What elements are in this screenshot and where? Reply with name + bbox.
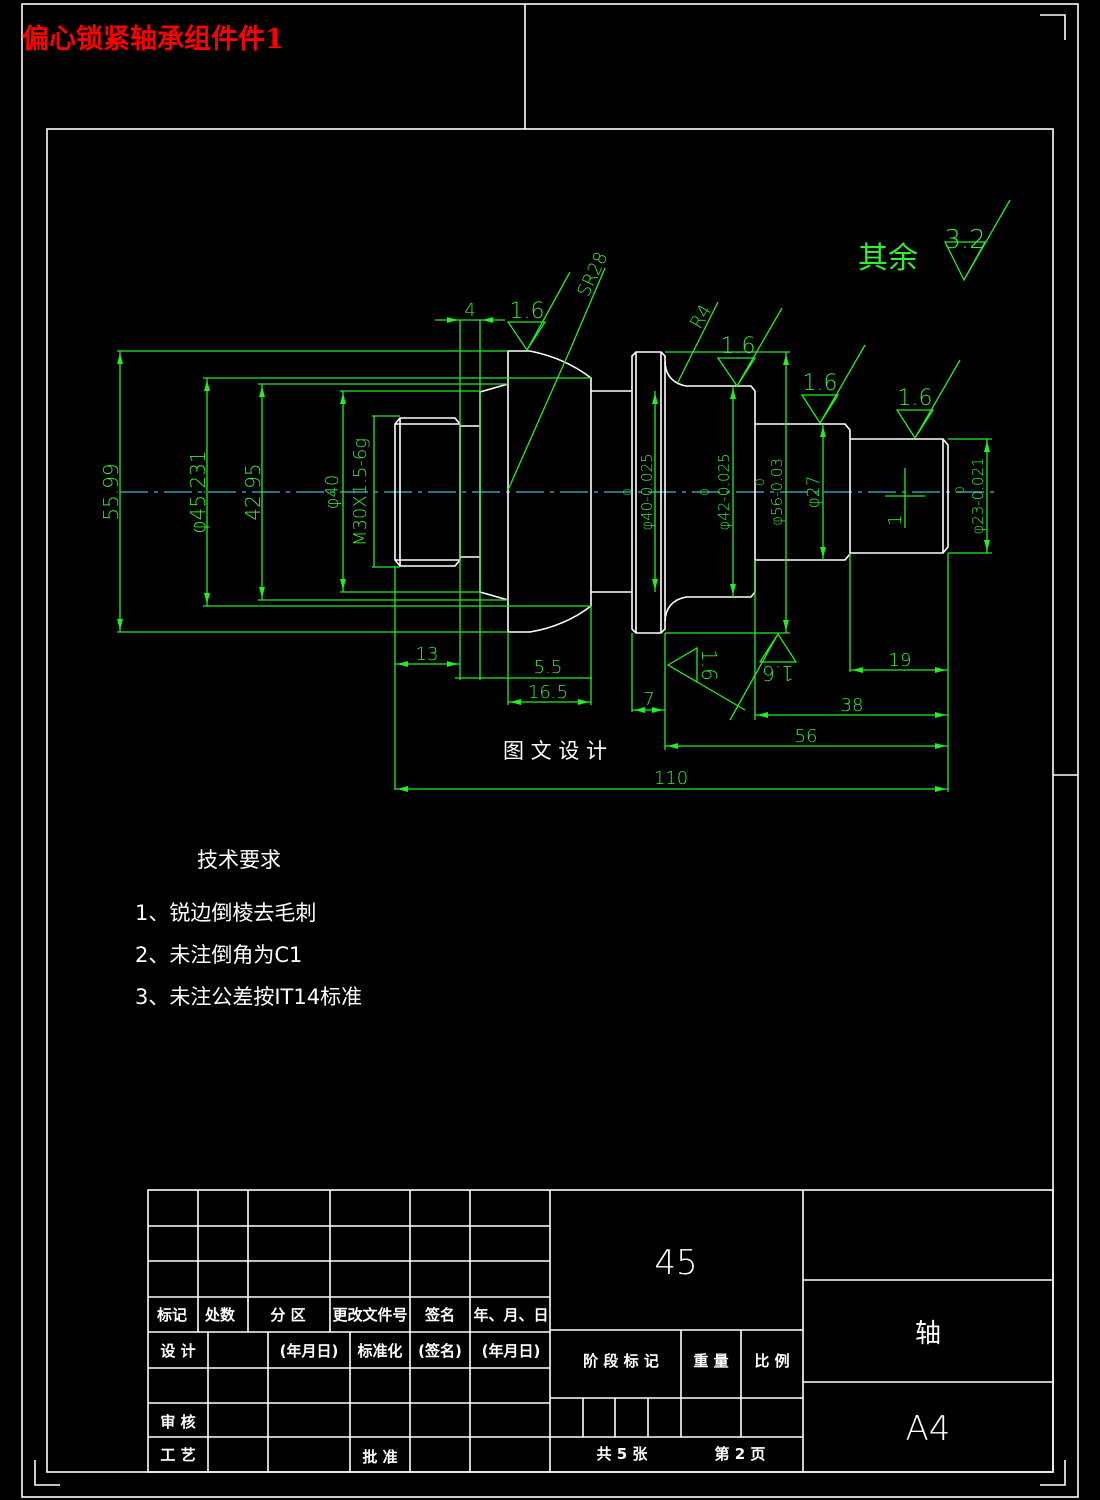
tb-header-count: 处数 bbox=[204, 1306, 236, 1324]
drawing-title: 偏心锁紧轴承组件件1 bbox=[22, 23, 284, 55]
title-block: 标记 处数 分 区 更改文件号 签名 年、月、日 设 计 (年月日) 标准化 (… bbox=[147, 1189, 1054, 1473]
dim-r4: R4 bbox=[686, 301, 716, 332]
tb-design: 设 计 bbox=[160, 1342, 195, 1360]
tb-stage-mark: 阶 段 标 记 bbox=[583, 1352, 659, 1370]
dim-42-95: 42.95 bbox=[241, 463, 265, 520]
tb-header-mark: 标记 bbox=[156, 1306, 187, 1324]
dim-phi27: φ27 bbox=[804, 476, 824, 509]
dim-phi40-upper: 0 bbox=[621, 488, 635, 496]
dim-offset-1: 1 bbox=[885, 514, 906, 525]
tb-approve: 批 准 bbox=[362, 1448, 397, 1466]
tb-scale: 比 例 bbox=[754, 1352, 789, 1370]
tb-header-date: 年、月、日 bbox=[473, 1306, 548, 1324]
tb-header-signature: 签名 bbox=[424, 1306, 455, 1324]
tb-date2: (年月日) bbox=[482, 1342, 541, 1360]
roughness-6: 1.6 bbox=[762, 661, 794, 685]
roughness-1: 1.6 bbox=[510, 299, 545, 324]
watermark-text: 图 文 设 计 bbox=[503, 739, 607, 763]
dim-5-5: 5.5 bbox=[534, 657, 563, 678]
tb-material: 45 bbox=[654, 1243, 697, 1283]
dim-7: 7 bbox=[643, 689, 654, 710]
tb-date1: (年月日) bbox=[280, 1342, 339, 1360]
dim-38: 38 bbox=[841, 695, 864, 716]
dim-110: 110 bbox=[654, 768, 688, 789]
tb-standardization: 标准化 bbox=[356, 1342, 402, 1360]
dim-phi23-upper: 0 bbox=[953, 486, 967, 494]
dim-phi45-231: φ45.231 bbox=[186, 450, 210, 533]
tb-header-zone: 分 区 bbox=[270, 1306, 305, 1324]
dim-19: 19 bbox=[889, 650, 912, 671]
tech-item-2: 2、未注倒角为C1 bbox=[135, 943, 302, 967]
tech-heading: 技术要求 bbox=[197, 848, 281, 872]
dim-phi23-tol: φ23-0.021 bbox=[969, 457, 987, 534]
dim-4: 4 bbox=[464, 300, 475, 321]
tb-page: 第 2 页 bbox=[715, 1445, 766, 1463]
roughness-other-value: 3.2 bbox=[944, 225, 985, 255]
dim-55-99: 55.99 bbox=[99, 463, 123, 520]
roughness-4: 1.6 bbox=[898, 386, 933, 411]
tb-header-change-doc: 更改文件号 bbox=[332, 1306, 407, 1324]
roughness-other-label: 其余 bbox=[858, 241, 918, 276]
roughness-2: 1.6 bbox=[721, 334, 756, 359]
dim-56: 56 bbox=[795, 726, 818, 747]
dim-phi56-upper: 0 bbox=[753, 478, 767, 486]
technical-requirements: 技术要求 1、锐边倒棱去毛刺 2、未注倒角为C1 3、未注公差按IT14标准 bbox=[135, 848, 362, 1009]
roughness-5: 1.6 bbox=[697, 649, 721, 681]
dim-sr28: SR28 bbox=[573, 249, 612, 300]
dim-phi42-upper: 0 bbox=[698, 488, 712, 496]
dim-13: 13 bbox=[416, 644, 439, 665]
tb-paper-size: A4 bbox=[906, 1409, 951, 1449]
dim-phi40-tol: φ40-0.025 bbox=[638, 453, 656, 530]
dim-phi40: φ40 bbox=[322, 475, 343, 510]
tech-item-3: 3、未注公差按IT14标准 bbox=[135, 985, 362, 1009]
tb-process: 工 艺 bbox=[160, 1446, 195, 1464]
tb-part-name: 轴 bbox=[915, 1319, 941, 1349]
roughness-3: 1.6 bbox=[803, 371, 838, 396]
tb-weight: 重 量 bbox=[693, 1352, 728, 1370]
dimension-texts: 55.99 φ45.231 42.95 φ40 M30X1.5-6g 4 1.6… bbox=[99, 225, 987, 789]
tb-signature: (签名) bbox=[418, 1342, 462, 1360]
dimension-lines bbox=[117, 199, 1011, 792]
tb-sheets: 共 5 张 bbox=[597, 1445, 649, 1463]
tb-review: 审 核 bbox=[160, 1413, 195, 1431]
dim-phi42-tol: φ42-0.025 bbox=[715, 453, 733, 530]
tech-item-1: 1、锐边倒棱去毛刺 bbox=[135, 901, 316, 925]
dim-phi56-tol: φ56-0.03 bbox=[768, 458, 786, 526]
dim-16-5: 16.5 bbox=[528, 682, 568, 703]
dim-thread: M30X1.5-6g bbox=[350, 438, 371, 546]
